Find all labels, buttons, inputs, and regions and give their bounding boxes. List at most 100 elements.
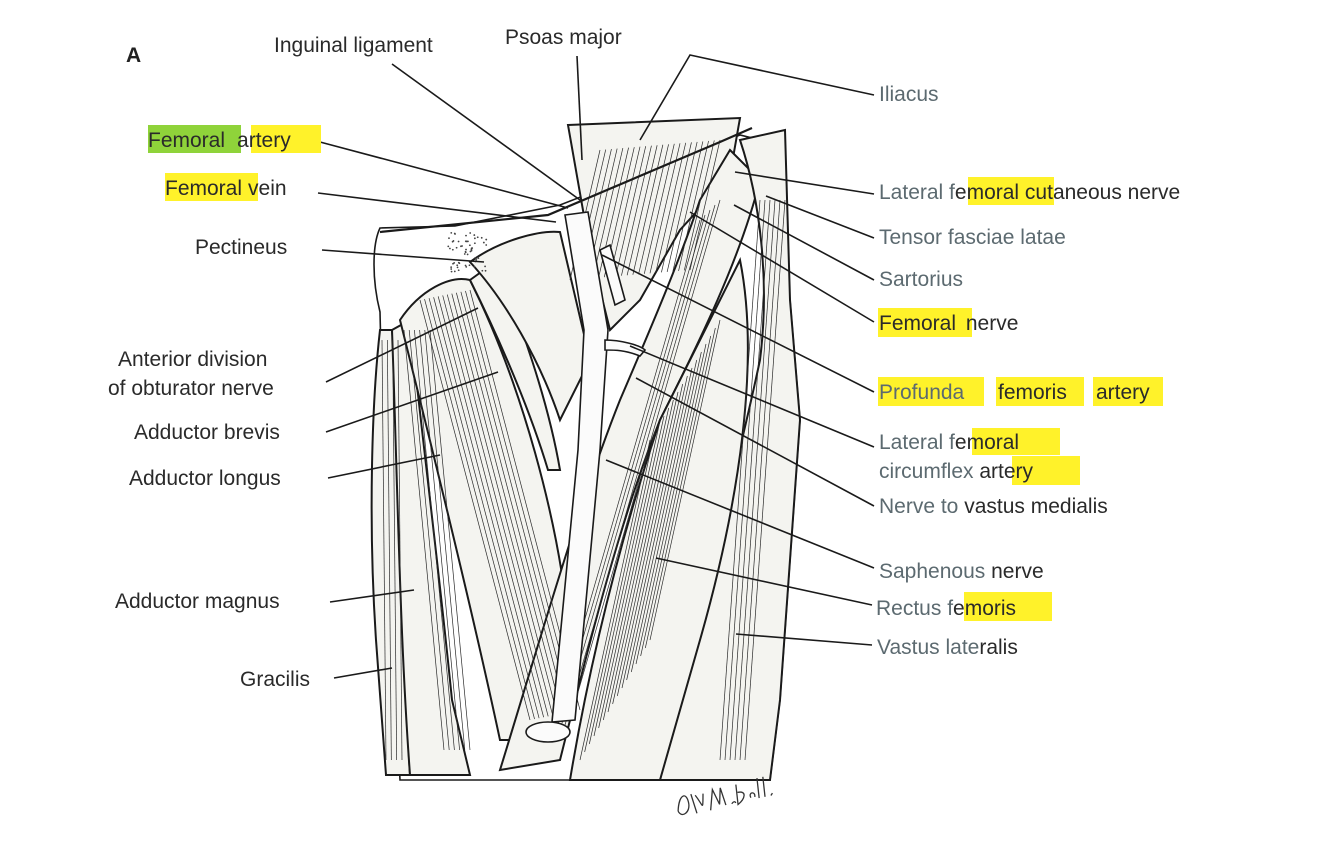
stipple-dot (450, 231, 453, 234)
adductor-longus-fiber (419, 299, 531, 721)
femoral-artery-vessel (551, 211, 609, 723)
stipple-dot (474, 256, 477, 259)
leader-vastus (735, 633, 873, 646)
sartorius-fiber (564, 204, 716, 726)
iliopsoas-fiber (621, 145, 652, 276)
stipple-dot (471, 247, 474, 249)
stipple-dot (453, 270, 456, 273)
label-saphenous-nerve: Saphenous nerve (879, 560, 1044, 583)
label-adductor-brevis: Adductor brevis (134, 421, 280, 444)
stipple-dot (450, 266, 453, 269)
stipple-dot (465, 234, 467, 237)
stipple-dot (481, 269, 484, 272)
leader-lateral-circumflex (629, 345, 875, 448)
highlight-femoral-artery-b (251, 125, 321, 153)
stipple-dot (468, 264, 471, 267)
pectineus-muscle (468, 230, 592, 423)
stipple-dot (450, 268, 453, 270)
adductor-magnus-muscle (390, 318, 472, 776)
adductor-longus-fiber (465, 290, 576, 711)
panel-label: A (126, 44, 141, 67)
circumflex-branch-vessel (604, 339, 647, 357)
iliopsoas-fiber (632, 144, 664, 275)
adductor-magnus-fiber (403, 329, 445, 751)
stipple-dot (473, 237, 476, 240)
stipple-dot (480, 236, 483, 239)
leader-adductor-magnus (329, 589, 415, 603)
vastus-fiber (729, 199, 771, 761)
stipple-dot (476, 236, 479, 239)
stipple-dot (448, 237, 450, 240)
rectus-fiber (630, 351, 702, 673)
stipple-dot (469, 232, 472, 234)
stipple-dot (470, 249, 473, 252)
cut-vessel-bundle (525, 721, 571, 743)
stipple-dot (484, 269, 487, 272)
label-femoral-nerve: Femoral nerve (879, 312, 1018, 335)
stipple-dot (485, 244, 488, 246)
stipple-dot (456, 266, 459, 269)
stipple-dot (482, 241, 485, 244)
inguinal-ligament-line (379, 126, 753, 234)
label-adductor-magnus: Adductor magnus (115, 590, 280, 613)
artist-signature (677, 776, 773, 815)
stipple-dot (473, 234, 476, 236)
stipple-dot (460, 245, 462, 248)
stipple-dot (447, 245, 450, 248)
label-nerve-to-vastus-medialis: Nerve to vastus medialis (879, 495, 1108, 518)
iliopsoas-fiber (655, 142, 687, 273)
adductor-longus-fiber (451, 293, 563, 714)
highlight-profunda-b (996, 377, 1084, 406)
leader-adductor-longus (327, 454, 441, 479)
iliopsoas-fiber (678, 140, 709, 272)
stipple-dot (452, 262, 454, 265)
label-lateral-circumflex-2: circumflex artery (879, 460, 1034, 483)
label-sartorius: Sartorius (879, 268, 963, 291)
stipple-dot (456, 264, 459, 267)
label-anterior-division-2: of obturator nerve (108, 377, 274, 400)
iliopsoas-fiber (609, 146, 641, 277)
stipple-dot (465, 265, 468, 268)
leader-psoas (576, 55, 583, 161)
rectus-fiber (640, 335, 712, 657)
label-pectineus: Pectineus (195, 236, 287, 259)
rectus-fiber (598, 407, 670, 729)
highlight-profunda-c (1093, 377, 1163, 406)
rectus-fiber (579, 439, 651, 761)
leader-iliacus (639, 54, 875, 141)
gracilis-fiber (397, 339, 403, 761)
vastus-fiber (744, 199, 786, 761)
adductor-longus-fiber (442, 295, 554, 716)
adductor-longus-fiber (433, 297, 544, 718)
adductor-magnus-fiber (429, 329, 471, 751)
stipple-dot (453, 232, 456, 235)
rectus-fiber (644, 327, 716, 649)
rectus-fiber (616, 375, 688, 697)
highlight-profunda-a (878, 377, 984, 406)
rectus-fiber (602, 399, 674, 721)
label-lateral-circumflex-1: Lateral femoral (879, 431, 1019, 454)
stipple-dot (468, 244, 471, 247)
pubic-stipple (447, 231, 488, 273)
iliopsoas-fiber (689, 139, 721, 271)
label-psoas-major: Psoas major (505, 26, 622, 49)
highlights (148, 125, 1163, 621)
label-vastus-lateralis: Vastus lateralis (877, 636, 1018, 659)
iliopsoas-fiber (666, 141, 698, 272)
adductor-longus-fiber (437, 296, 549, 717)
rectus-fiber (649, 319, 721, 641)
labels: A Inguinal ligament Psoas major Iliacus … (108, 26, 1180, 691)
stipple-dot (473, 242, 476, 245)
leader-anterior-division (325, 307, 479, 383)
stipple-dot (465, 240, 468, 243)
label-gracilis: Gracilis (240, 668, 310, 691)
vastus-fiber (734, 199, 776, 761)
iliopsoas-fiber (592, 148, 624, 279)
leader-sartorius (733, 204, 875, 281)
muscle-fibers (381, 139, 786, 761)
label-iliacus: Iliacus (879, 83, 939, 106)
label-rectus-femoris: Rectus femoris (876, 597, 1016, 620)
leader-rectus (655, 557, 873, 606)
sartorius-fiber (569, 199, 721, 721)
